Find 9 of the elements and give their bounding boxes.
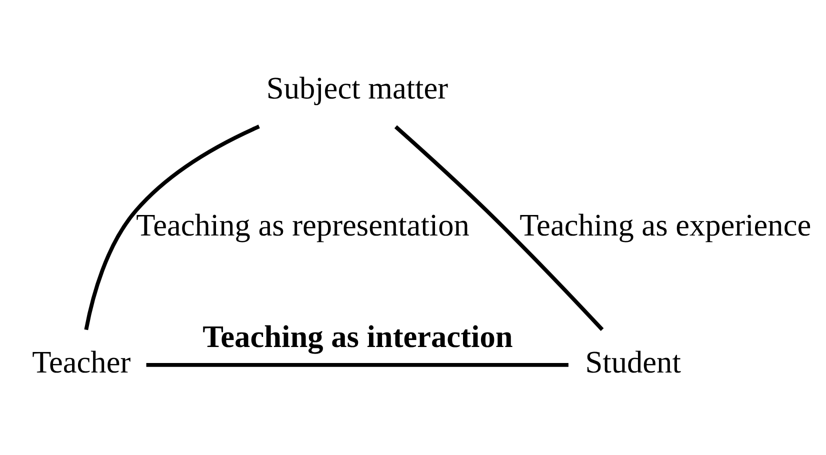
edge-label: Teaching as representation xyxy=(136,206,470,242)
connector xyxy=(394,124,604,330)
node-text: Student xyxy=(585,344,681,379)
node-text: Teacher xyxy=(32,344,131,379)
node-text: Subject matter xyxy=(266,70,448,105)
edge-label: Teaching as experience xyxy=(520,206,812,242)
connector xyxy=(84,124,260,330)
connector xyxy=(146,362,568,366)
edge-label: Teaching as interaction xyxy=(202,318,513,354)
